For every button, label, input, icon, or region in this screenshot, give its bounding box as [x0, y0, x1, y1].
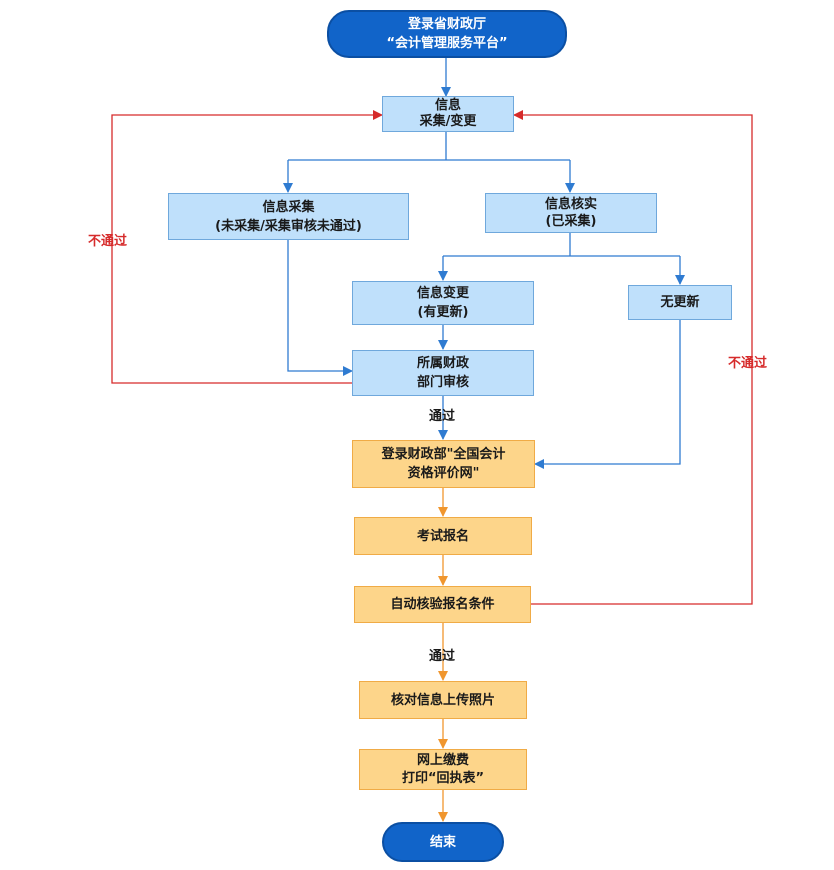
fail-label-left: 不通过 — [88, 234, 128, 249]
finance-review-node: 所属财政 部门审核 — [352, 350, 534, 396]
auto-check-node: 自动核验报名条件 — [354, 586, 531, 623]
no-update-label: 无更新 — [660, 295, 700, 310]
auto-check-label: 自动核验报名条件 — [390, 597, 495, 612]
info-change-line2: (有更新) — [417, 305, 469, 320]
no-update-node: 无更新 — [628, 285, 732, 320]
start-node-line1: 登录省财政厅 — [407, 17, 486, 32]
login-mof-line1: 登录财政部"全国会计 — [381, 447, 506, 462]
info-verify-line2: (已采集) — [545, 214, 597, 229]
info-collect-line1: 信息采集 — [262, 199, 315, 215]
finance-review-line2: 部门审核 — [416, 375, 469, 390]
info-change-line1: 信息变更 — [416, 286, 469, 301]
exam-register-label: 考试报名 — [416, 528, 469, 544]
end-node: 结束 — [382, 822, 504, 862]
pass-label-1: 通过 — [429, 409, 456, 424]
start-node: 登录省财政厅 “会计管理服务平台” — [327, 10, 567, 58]
info-verify-node: 信息核实 (已采集) — [485, 193, 657, 233]
login-mof-node: 登录财政部"全国会计 资格评价网" — [352, 440, 535, 488]
info-collect-change-line1: 信息 — [434, 98, 461, 113]
pay-print-line1: 网上缴费 — [416, 752, 469, 768]
exam-register-node: 考试报名 — [354, 517, 532, 555]
arrow-collect-to-review — [287, 240, 353, 376]
fail-loop-right — [513, 110, 753, 605]
verify-photo-label: 核对信息上传照片 — [390, 692, 495, 708]
pass-label-2: 通过 — [429, 649, 456, 664]
pay-print-node: 网上缴费 打印“回执表” — [359, 749, 527, 790]
info-verify-line1: 信息核实 — [544, 197, 597, 212]
info-collect-change-line2: 采集/变更 — [419, 114, 477, 129]
verify-photo-node: 核对信息上传照片 — [359, 681, 527, 719]
fail-loop-left — [111, 110, 383, 384]
info-collect-line2: (未采集/采集审核未通过) — [215, 218, 362, 234]
arrow-no-update-to-login — [534, 320, 681, 469]
end-node-label: 结束 — [429, 834, 456, 850]
info-collect-change-node: 信息 采集/变更 — [382, 96, 514, 132]
info-change-node: 信息变更 (有更新) — [352, 281, 534, 325]
finance-review-line1: 所属财政 — [416, 356, 469, 371]
login-mof-line2: 资格评价网" — [407, 466, 480, 481]
pay-print-line2: 打印“回执表” — [401, 770, 485, 786]
start-node-line2: “会计管理服务平台” — [386, 36, 508, 51]
fail-label-right: 不通过 — [728, 356, 768, 371]
info-collect-node: 信息采集 (未采集/采集审核未通过) — [168, 193, 409, 240]
